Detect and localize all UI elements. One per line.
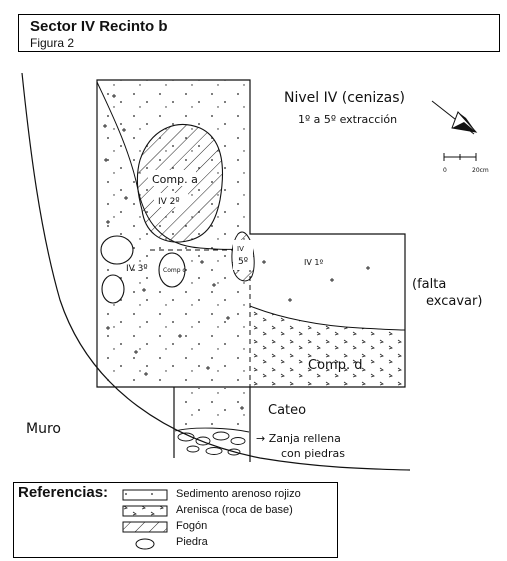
stone-1 <box>100 235 134 265</box>
swatch-sandstone <box>122 505 168 517</box>
title-box: Sector IV Recinto b Figura 2 <box>18 14 500 52</box>
comp-d-label: Comp. d <box>308 358 362 373</box>
scale-end-label: 20cm <box>472 167 489 174</box>
north-arrow-icon <box>431 100 478 135</box>
legend-item-sandstone: Arenisca (roca de base) <box>176 504 293 516</box>
legend-item-sediment: Sedimento arenoso rojizo <box>176 488 301 500</box>
zanja-sub-label: con piedras <box>281 447 345 460</box>
comp-c-label: Comp c <box>163 267 186 274</box>
legend-box: Referencias: Sedimento arenoso rojizo Ar… <box>13 482 338 558</box>
cateo-outline <box>173 387 251 462</box>
iv5-label-bg <box>233 240 253 270</box>
iv5-bottom-label: 5º <box>238 257 248 267</box>
cateo-fill <box>175 388 249 428</box>
swatch-sediment <box>122 489 168 501</box>
falta-label: (falta <box>412 277 446 292</box>
figure-title: Sector IV Recinto b <box>30 18 168 35</box>
zanja-stones <box>174 427 250 456</box>
swatch-stone <box>135 538 155 550</box>
cateo-label: Cateo <box>268 403 306 418</box>
comp-a-label-bg <box>148 170 196 186</box>
wall-curve <box>21 72 411 471</box>
figure-subtitle: Figura 2 <box>30 36 75 50</box>
legend-swatches <box>122 489 168 550</box>
iv2-label-bg <box>154 193 188 207</box>
zanja-label: → Zanja rellena <box>256 432 341 445</box>
level-label: Nivel IV (cenizas) <box>284 90 405 106</box>
iv2-boundary <box>96 81 251 250</box>
iv1-label: IV 1º <box>304 258 323 267</box>
legend-item-hearth: Fogón <box>176 520 208 532</box>
scale-zero-label: 0 <box>443 167 447 174</box>
iv2-label: IV 2º <box>158 197 180 207</box>
sediment-marks <box>103 94 370 410</box>
comp-a-label: Comp. a <box>152 173 198 186</box>
muro-label: Muro <box>26 421 61 437</box>
scale-bar <box>443 153 477 161</box>
legend-title: Referencias: <box>18 484 109 501</box>
stone-comp-c <box>158 252 186 288</box>
legend-item-stone: Piedra <box>176 536 208 548</box>
sandstone-boundary <box>249 305 406 331</box>
sandstone-area <box>250 306 405 387</box>
iv5-top-label: IV <box>237 245 244 253</box>
extraction-label: 1º a 5º extracción <box>298 113 397 126</box>
swatch-hearth <box>122 521 168 533</box>
excavar-label: excavar) <box>426 294 482 309</box>
stone-2 <box>101 274 125 304</box>
iv3-label: IV 3º <box>126 264 148 274</box>
